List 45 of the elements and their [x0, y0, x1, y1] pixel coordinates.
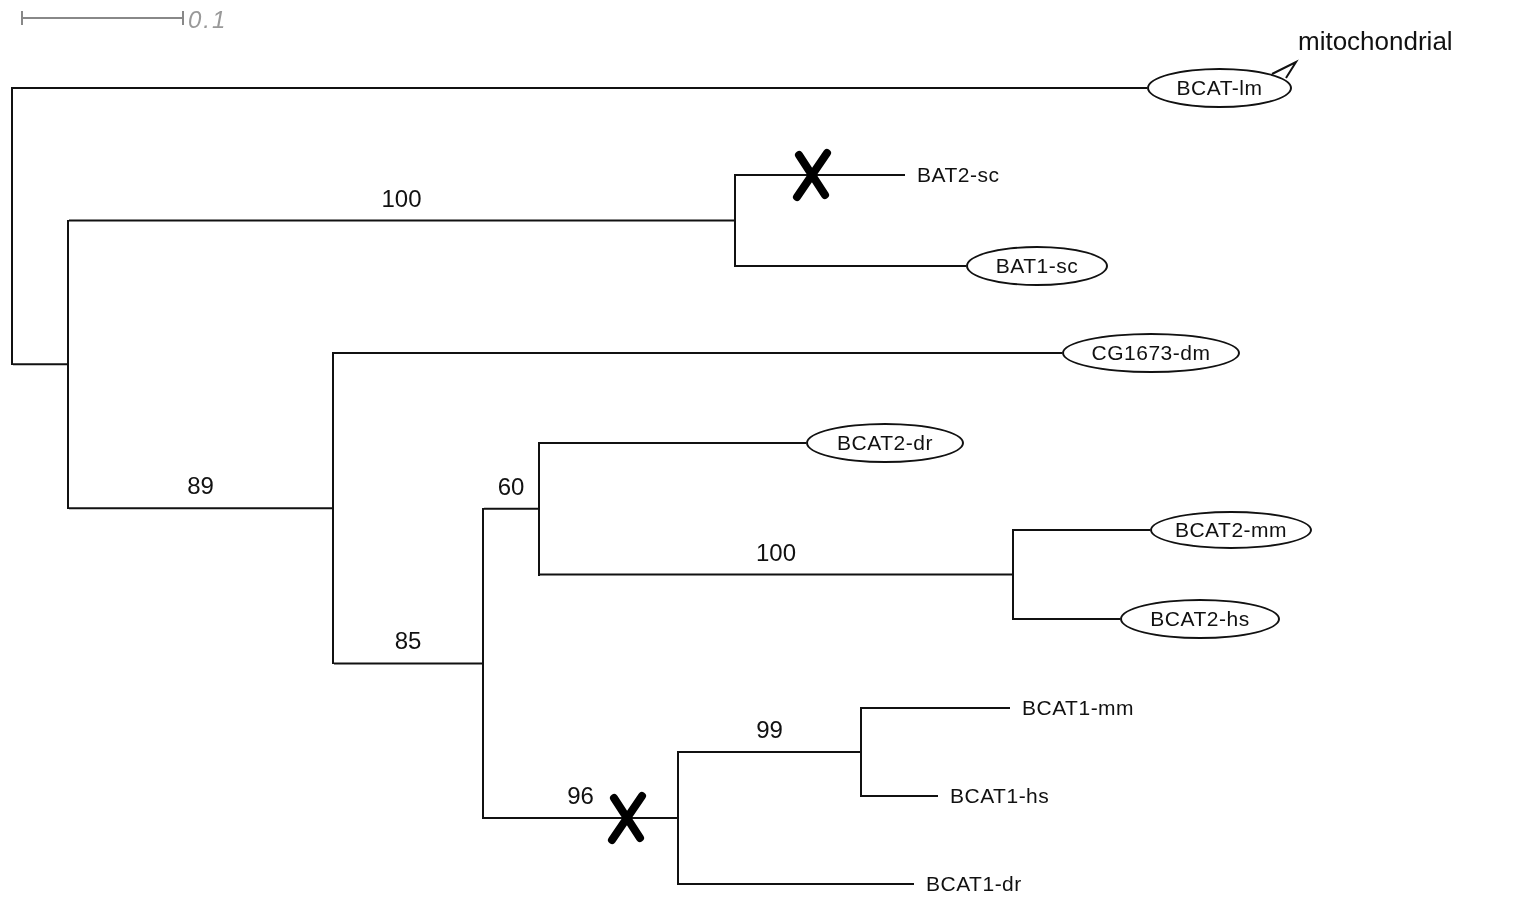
bootstrap-value: 85 [394, 627, 422, 656]
tree-branch [68, 507, 333, 510]
tree-branch [483, 507, 539, 510]
gene-ellipse-label: CG1673-dm [1062, 333, 1240, 373]
gene-label: BCAT1-hs [938, 781, 1088, 811]
tree-branch [12, 87, 1148, 89]
gene-ellipse-label: BAT1-sc [966, 246, 1108, 286]
gene-ellipse-label: BCAT2-hs [1120, 599, 1280, 639]
tree-branch [678, 751, 861, 753]
tree-branch-line [677, 751, 679, 885]
gene-label: BCAT1-mm [1010, 693, 1180, 723]
annotation-text: mitochondrial [1298, 26, 1453, 57]
tree-branch-line [538, 442, 540, 576]
scale-label: 0.1 [188, 6, 228, 34]
tree-branch [333, 352, 1063, 354]
tree-branch [861, 707, 1011, 709]
gene-label: BAT2-sc [905, 160, 1040, 190]
tree-branch-line [11, 87, 13, 366]
tree-branch [1013, 618, 1121, 620]
tree-branch-line [734, 174, 736, 267]
tree-branch [539, 573, 1013, 576]
tree-branch [861, 795, 939, 797]
tree-branch-line [67, 219, 69, 510]
tree-branch-line [332, 352, 334, 665]
tree-branch [735, 174, 906, 176]
bootstrap-value: 100 [756, 538, 796, 567]
bootstrap-value: 100 [381, 184, 422, 213]
bootstrap-value: 96 [567, 782, 594, 810]
tree-branch [539, 442, 807, 444]
bootstrap-value: 99 [756, 716, 783, 744]
bootstrap-value: 60 [497, 472, 525, 501]
tree-branch [1013, 529, 1151, 531]
gene-ellipse-label: BCAT2-mm [1150, 511, 1312, 549]
tree-branch-line [860, 707, 862, 797]
gene-label: BCAT1-dr [914, 869, 1064, 899]
tree-branch [735, 265, 967, 267]
tree-branch [333, 662, 483, 665]
tree-branch [483, 817, 678, 819]
bootstrap-value: 89 [187, 472, 214, 501]
tree-branch [68, 219, 735, 222]
tree-branch-line [1012, 529, 1014, 620]
tree-branch [678, 883, 915, 885]
gene-ellipse-label: BCAT2-dr [806, 423, 964, 463]
tree-branch-line [482, 507, 484, 819]
tree-branch [12, 363, 68, 366]
